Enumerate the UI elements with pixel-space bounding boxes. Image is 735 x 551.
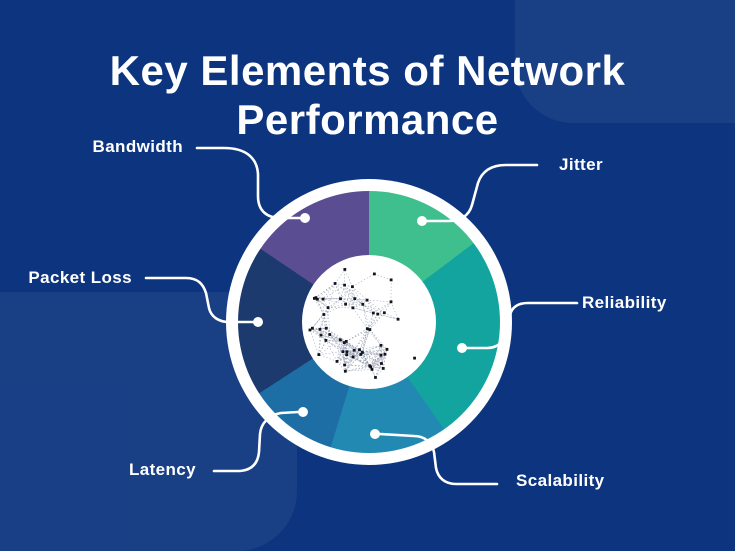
label-packet-loss: Packet Loss <box>28 268 132 287</box>
corner-decoration-top-right <box>515 0 735 123</box>
label-latency: Latency <box>128 460 196 479</box>
label-jitter: Jitter <box>559 155 603 174</box>
label-bandwidth: Bandwidth <box>92 137 183 156</box>
label-reliability: Reliability <box>582 293 667 312</box>
label-scalability: Scalability <box>516 471 605 490</box>
donut-center-circle <box>302 255 436 389</box>
page-title: Key Elements of Network Performance <box>109 47 626 144</box>
network-mesh-graphic <box>308 268 416 379</box>
